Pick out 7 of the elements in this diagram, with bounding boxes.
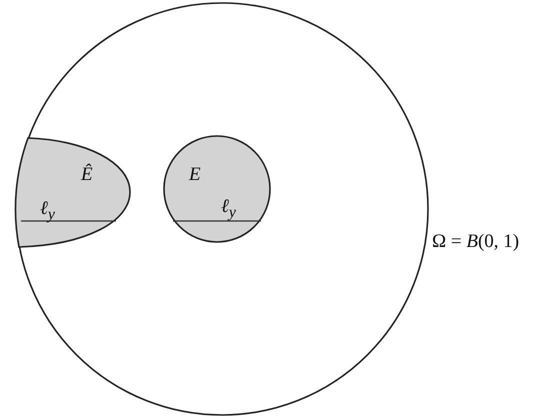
set-label: Ω = B(0, 1): [432, 232, 520, 251]
shaded-region: [15, 137, 132, 248]
line-label: ℓ$_{y}$: [40, 199, 55, 223]
region-label: Ê: [81, 165, 93, 184]
line-label: ℓ$_{y}$: [221, 197, 236, 221]
region-label: E: [189, 165, 201, 184]
shaded-disc: [163, 135, 271, 243]
